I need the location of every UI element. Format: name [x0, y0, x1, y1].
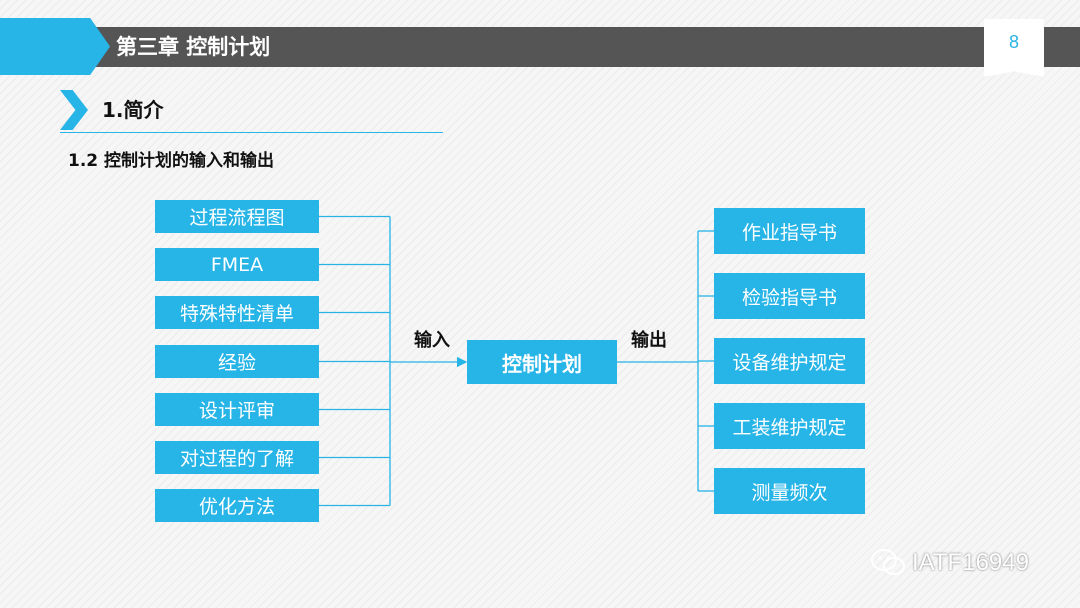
- header-accent: [0, 18, 110, 75]
- section-divider: [60, 132, 443, 133]
- page-number-tab: [984, 19, 1044, 77]
- input-box: 优化方法: [155, 489, 319, 522]
- output-label: 输出: [631, 330, 667, 351]
- input-label: 输入: [414, 330, 450, 351]
- input-box: 设计评审: [155, 393, 319, 426]
- input-box: 特殊特性清单: [155, 296, 319, 329]
- input-box: 对过程的了解: [155, 441, 319, 474]
- output-box: 工装维护规定: [714, 403, 865, 449]
- output-box: 作业指导书: [714, 208, 865, 254]
- chapter-title: 第三章 控制计划: [116, 35, 271, 59]
- output-box: 测量频次: [714, 468, 865, 514]
- header-bar: [0, 27, 1080, 67]
- watermark-text: IATF16949: [912, 549, 1029, 576]
- control-plan-box: 控制计划: [467, 340, 617, 384]
- subsection-title: 1.2 控制计划的输入和输出: [68, 151, 275, 171]
- wechat-icon: [871, 549, 905, 575]
- section-title: 1.简介: [102, 98, 164, 122]
- page-number: 8: [1008, 32, 1019, 52]
- output-box: 设备维护规定: [714, 338, 865, 384]
- input-box: 过程流程图: [155, 200, 319, 233]
- output-box: 检验指导书: [714, 273, 865, 319]
- input-box: FMEA: [155, 248, 319, 281]
- input-box: 经验: [155, 345, 319, 378]
- watermark: IATF16949: [870, 548, 1029, 578]
